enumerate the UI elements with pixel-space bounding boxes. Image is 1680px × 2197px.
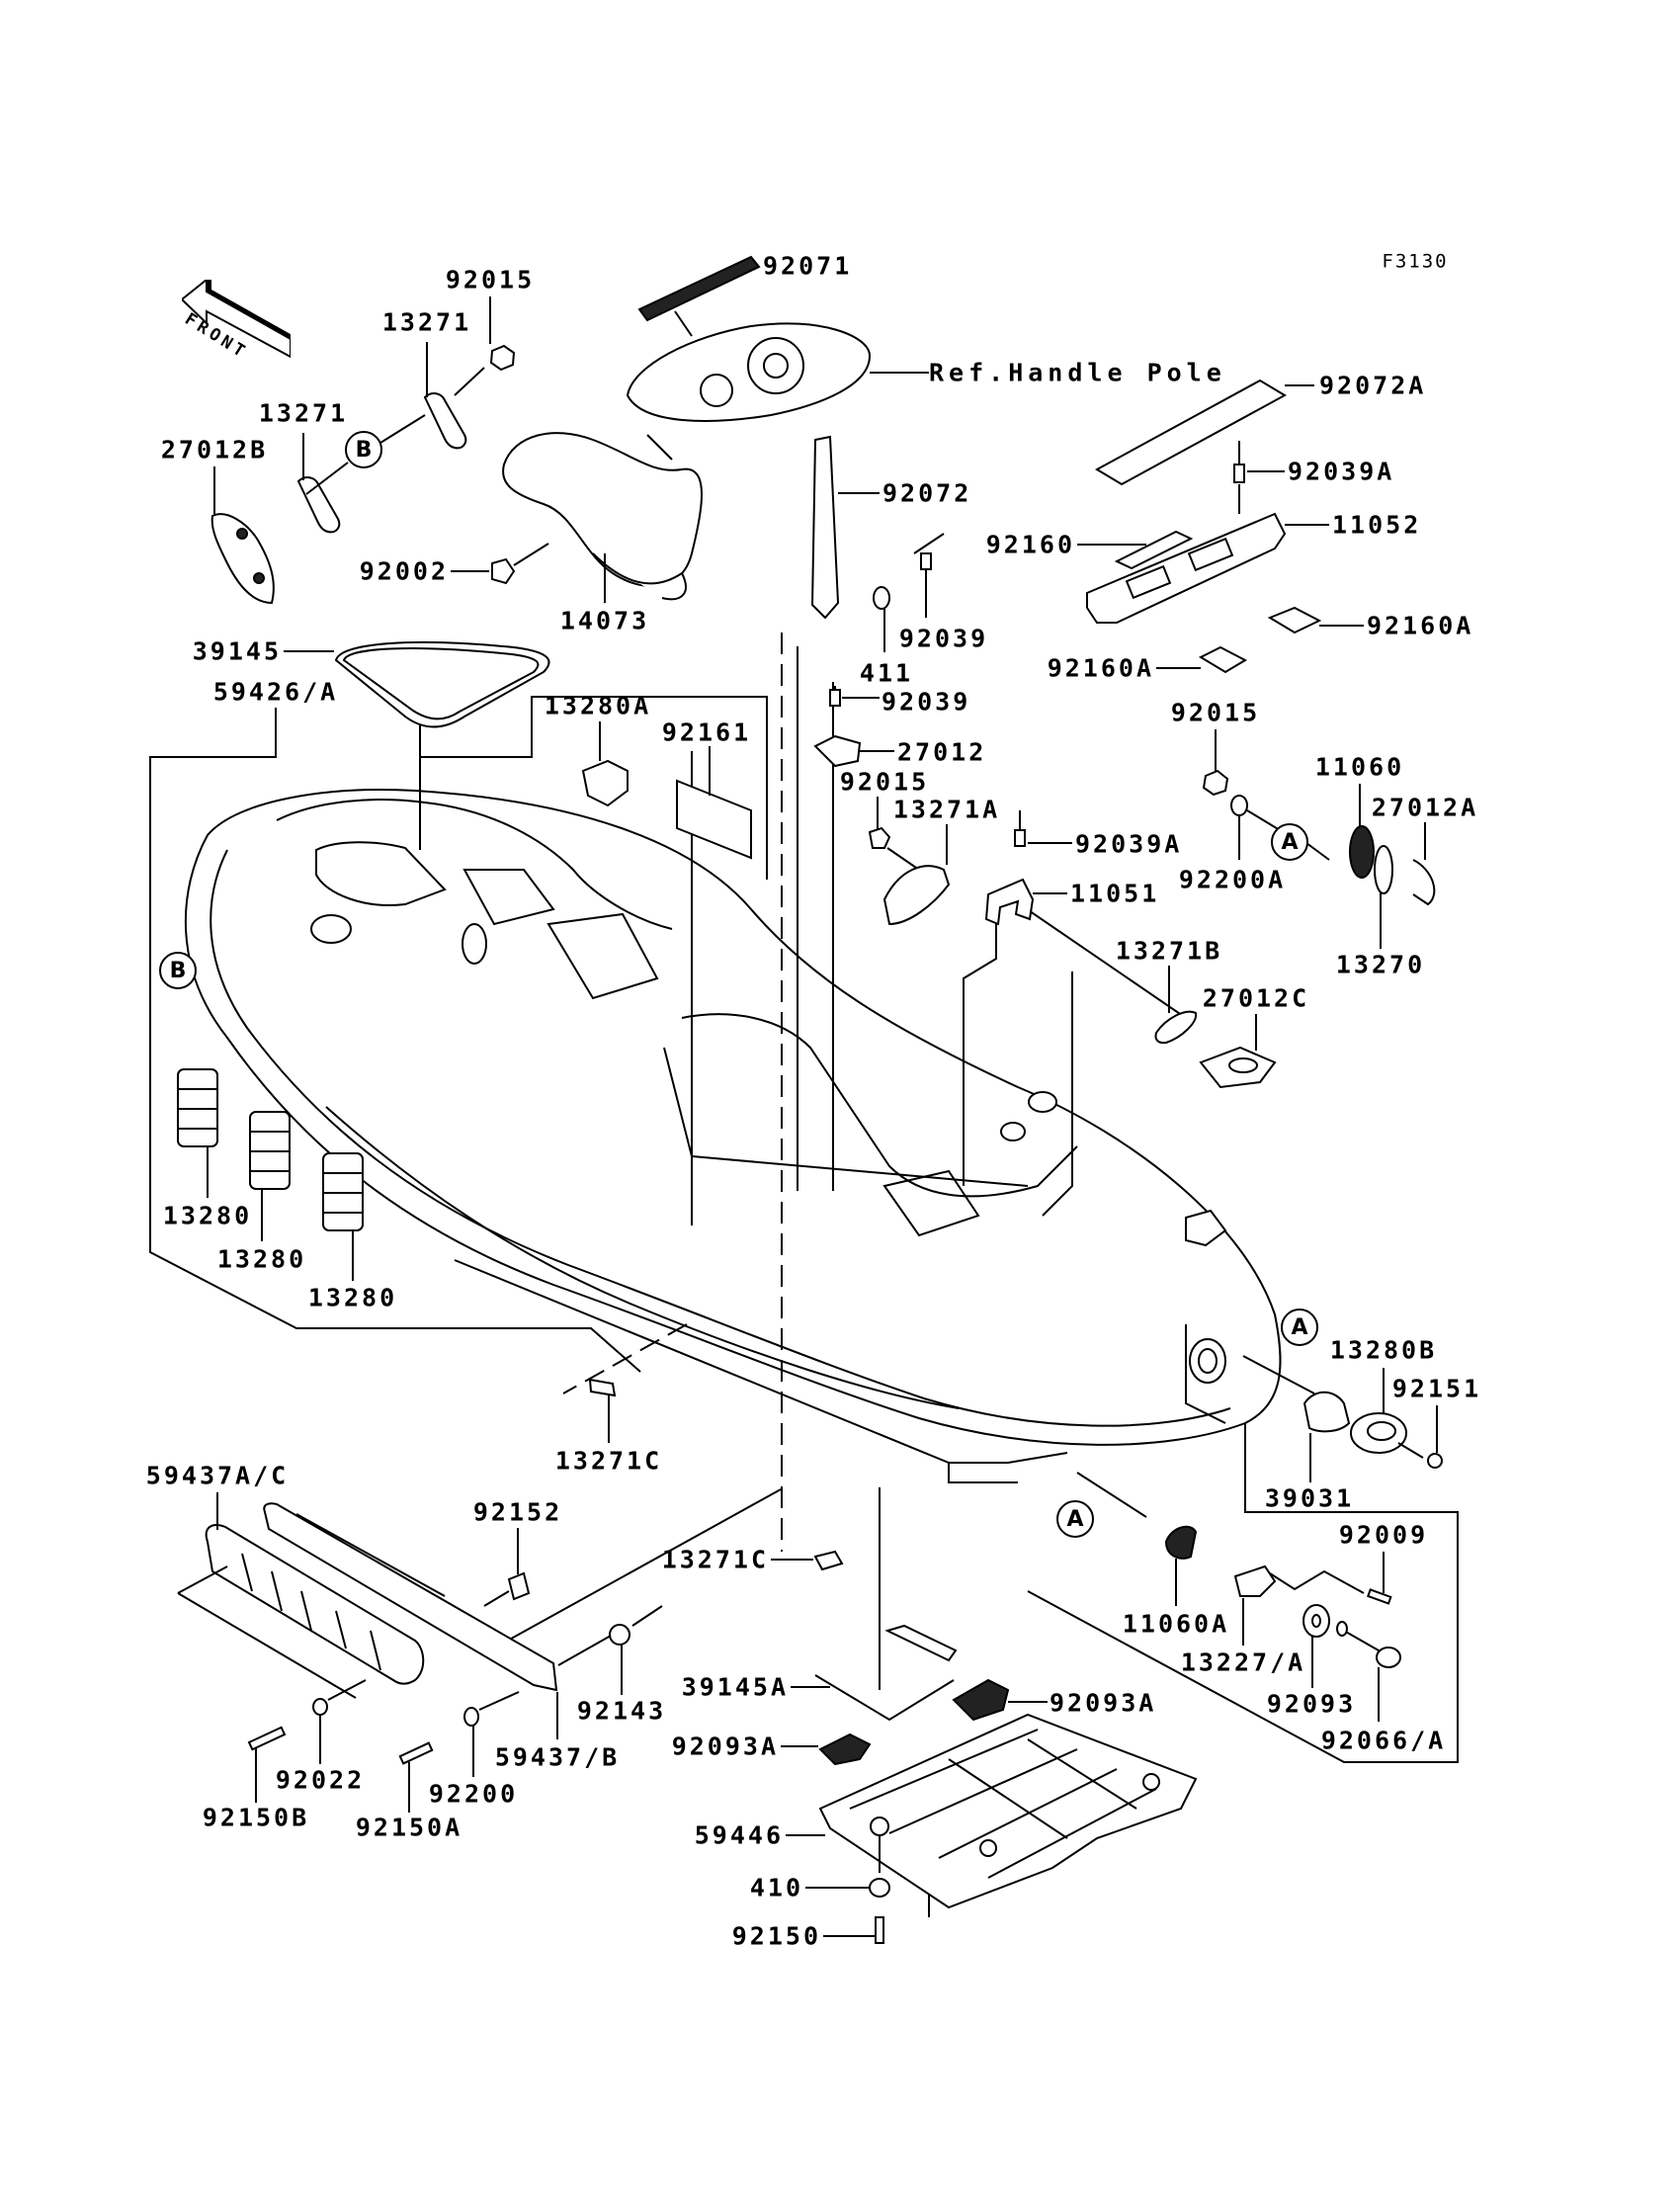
part-label[interactable]: 39145 <box>192 636 282 666</box>
part-label[interactable]: 92015 <box>839 767 930 797</box>
part-label[interactable]: 92039A <box>1075 829 1183 859</box>
part-label[interactable]: 92160A <box>1047 653 1154 683</box>
part-label[interactable]: 92039 <box>882 687 971 717</box>
part-label[interactable]: 92039 <box>898 624 989 653</box>
part-label[interactable]: 411 <box>859 658 914 688</box>
drain-plug-parts <box>1164 1525 1401 1722</box>
part-label[interactable]: 92150B <box>202 1803 310 1832</box>
ref-handle-pole-note: Ref.Handle Pole <box>929 358 1226 387</box>
outlet-fittings <box>1242 1355 1443 1482</box>
callout-a-upper: A <box>1271 823 1308 861</box>
part-label[interactable]: 13271 <box>258 398 349 428</box>
callout-a-lower: A <box>1056 1500 1094 1538</box>
part-label[interactable]: 27012A <box>1371 793 1479 822</box>
top-left-fasteners <box>210 296 606 605</box>
part-label[interactable]: 92066/A <box>1320 1726 1447 1755</box>
part-label[interactable]: 92160 <box>985 530 1075 559</box>
part-label[interactable]: 92071 <box>763 251 853 281</box>
part-label[interactable]: 92015 <box>1170 698 1261 727</box>
front-direction-marker: FRONT <box>180 277 295 379</box>
part-label[interactable]: 59437A/C <box>145 1461 290 1490</box>
callout-b-hull: B <box>159 952 197 989</box>
part-label[interactable]: 92093A <box>1050 1688 1157 1718</box>
part-label[interactable]: 92009 <box>1338 1520 1429 1550</box>
part-label[interactable]: 39031 <box>1264 1483 1355 1513</box>
part-label[interactable]: 92093 <box>1266 1689 1357 1719</box>
part-label[interactable]: 59426/A <box>212 677 339 707</box>
part-label[interactable]: 92072 <box>882 478 972 508</box>
part-label[interactable]: 13280A <box>544 691 652 720</box>
part-label[interactable]: 27012C <box>1202 983 1310 1013</box>
callout-a-hull: A <box>1281 1309 1318 1346</box>
center-fasteners <box>810 435 945 768</box>
part-label[interactable]: 11052 <box>1332 510 1422 540</box>
rear-handle-parts <box>1154 966 1277 1089</box>
part-label[interactable]: 92151 <box>1391 1374 1482 1403</box>
plates-13271c <box>588 1378 844 1571</box>
top-right-parts <box>1077 379 1364 674</box>
part-label[interactable]: 92150A <box>355 1813 463 1842</box>
figure-code: F3130 <box>1382 250 1449 273</box>
part-label[interactable]: 92015 <box>445 265 536 295</box>
sponson-plates <box>177 1492 663 1813</box>
part-label[interactable]: 13280B <box>1329 1335 1438 1365</box>
cable-clamps <box>177 1068 364 1281</box>
handle-pole-assembly <box>502 255 929 601</box>
part-label[interactable]: 92200A <box>1178 865 1287 894</box>
seat-seal-and-clamp <box>284 640 752 860</box>
part-label[interactable]: 13271B <box>1115 936 1223 966</box>
part-label[interactable]: 13271A <box>892 795 1001 824</box>
part-label[interactable]: 27012 <box>897 737 987 767</box>
part-label[interactable]: 11051 <box>1070 879 1160 908</box>
part-label[interactable]: 27012B <box>160 435 269 465</box>
part-label[interactable]: 13271 <box>381 307 472 337</box>
part-label[interactable]: 92200 <box>428 1779 519 1809</box>
part-label[interactable]: 39145A <box>681 1672 789 1702</box>
part-label[interactable]: 92160A <box>1367 611 1474 640</box>
part-label[interactable]: 13271C <box>661 1545 769 1574</box>
part-label[interactable]: 59446 <box>694 1820 784 1850</box>
part-label[interactable]: 14073 <box>559 606 650 635</box>
clamp-2 <box>249 1111 291 1241</box>
part-label[interactable]: 92150 <box>731 1921 821 1951</box>
part-label[interactable]: 13227/A <box>1180 1648 1306 1677</box>
part-label[interactable]: 92072A <box>1319 371 1427 400</box>
hull-body <box>184 789 1282 1483</box>
clamp-1 <box>177 1068 218 1198</box>
part-label[interactable]: 13280 <box>307 1283 398 1312</box>
part-label[interactable]: 92002 <box>359 556 449 586</box>
intake-grate-parts <box>781 1624 1198 1944</box>
part-label[interactable]: 13271C <box>554 1446 663 1476</box>
part-label[interactable]: 92161 <box>661 718 752 747</box>
mid-brackets <box>868 797 1072 926</box>
part-label[interactable]: 59437/B <box>494 1742 621 1772</box>
part-label[interactable]: 92039A <box>1288 457 1395 486</box>
part-label[interactable]: 13270 <box>1335 950 1426 979</box>
part-label[interactable]: 92152 <box>472 1497 563 1527</box>
callout-b-upper: B <box>345 431 382 468</box>
part-label[interactable]: 92093A <box>671 1732 779 1761</box>
part-label[interactable]: 13280 <box>216 1244 307 1274</box>
clamp-3 <box>322 1152 364 1281</box>
part-label[interactable]: 410 <box>749 1873 803 1902</box>
part-label[interactable]: 13280 <box>162 1201 253 1230</box>
part-label[interactable]: 11060 <box>1314 752 1405 782</box>
part-label[interactable]: 92022 <box>275 1765 366 1795</box>
part-label[interactable]: 92143 <box>576 1696 667 1726</box>
part-label[interactable]: 11060A <box>1122 1609 1230 1639</box>
